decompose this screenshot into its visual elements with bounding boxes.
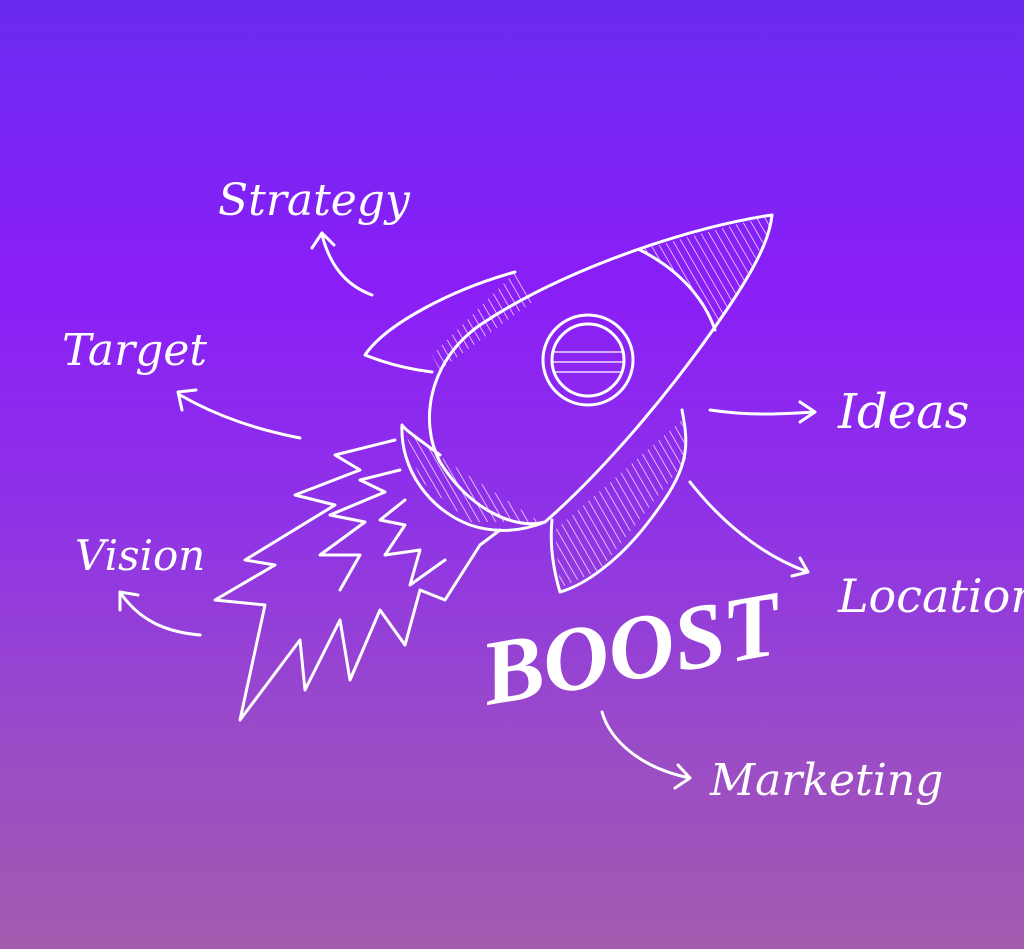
arrow-location	[688, 480, 810, 578]
flames	[213, 438, 502, 722]
rocket-icon	[213, 213, 774, 722]
window	[541, 313, 635, 407]
label-ideas: Ideas	[837, 384, 969, 440]
arrows	[118, 231, 817, 790]
upper-fin	[363, 270, 517, 374]
label-marketing: Marketing	[709, 755, 943, 806]
rocket-body	[428, 213, 774, 526]
arrow-target	[176, 388, 302, 440]
label-vision: Vision	[75, 531, 205, 580]
label-target: Target	[62, 325, 207, 376]
engine	[400, 423, 547, 532]
arrow-strategy	[310, 231, 374, 297]
label-location: Location	[837, 569, 1024, 623]
label-strategy: Strategy	[218, 175, 411, 226]
boost-title: BOOST	[473, 571, 792, 725]
arrow-vision	[118, 590, 202, 637]
arrow-marketing	[600, 710, 692, 790]
arrow-ideas	[708, 400, 817, 424]
